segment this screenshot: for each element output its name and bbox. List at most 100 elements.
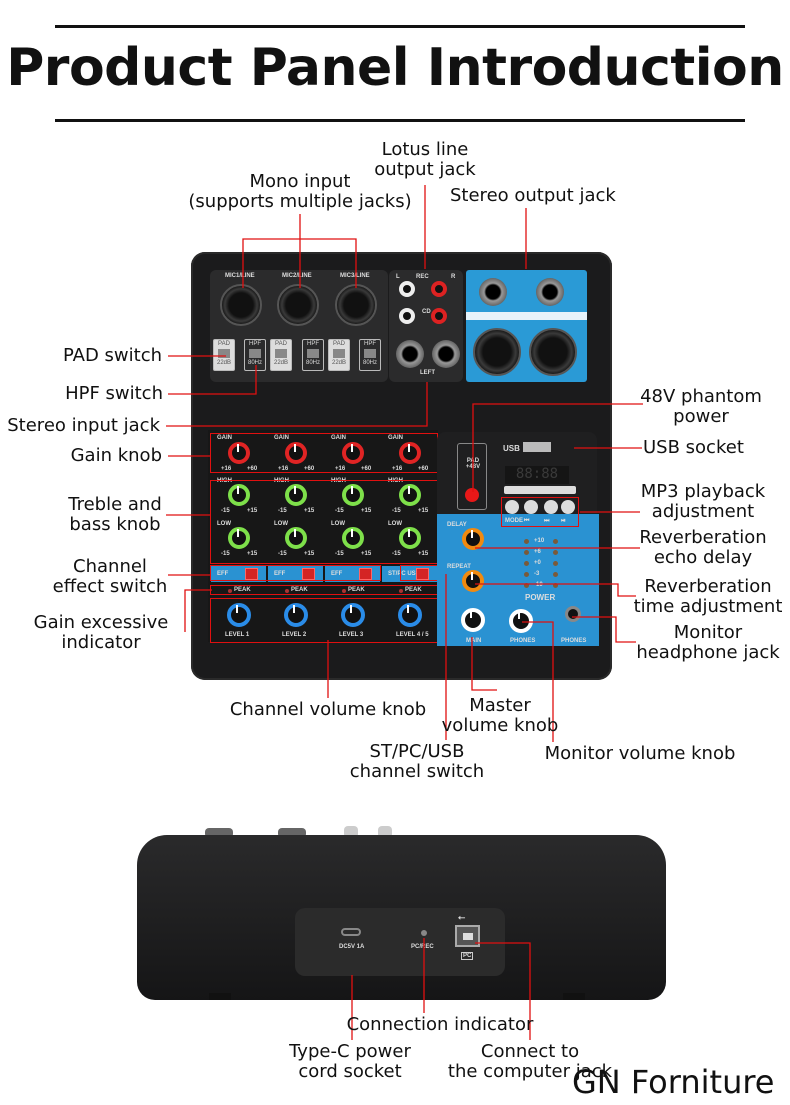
- phantom-power-button[interactable]: [465, 488, 479, 502]
- mic-label: MIC3/LINE: [340, 273, 370, 279]
- treble-knob[interactable]: [399, 484, 421, 506]
- phantom-switch-box: PAD +48V: [457, 443, 487, 510]
- usb-icon: ⭠: [458, 912, 466, 922]
- meter-led: [553, 550, 558, 555]
- mp3-button-label: ⏮: [524, 518, 530, 524]
- mp3-button[interactable]: [561, 500, 575, 514]
- eq-min: -15: [335, 551, 344, 557]
- gain-knob[interactable]: [228, 442, 250, 464]
- label-hpf: HPF switch: [65, 383, 163, 404]
- xlr-out-l: [473, 328, 521, 376]
- effect-switch[interactable]: [359, 568, 372, 580]
- mic-label: MIC1/LINE: [225, 273, 255, 279]
- peak-led: [399, 589, 403, 593]
- meter-label: -3: [534, 571, 540, 577]
- gain-label: GAIN: [388, 435, 403, 441]
- mp3-button[interactable]: [505, 500, 519, 514]
- bass-knob[interactable]: [342, 527, 364, 549]
- bass-knob[interactable]: [399, 527, 421, 549]
- low-label: LOW: [388, 521, 402, 527]
- output-panel: [466, 270, 587, 382]
- effect-switch[interactable]: [245, 568, 258, 580]
- eq-max: +15: [418, 551, 429, 557]
- delay-knob[interactable]: [462, 528, 484, 550]
- highlight-box: [210, 480, 438, 564]
- phones-volume-knob[interactable]: [509, 609, 533, 633]
- meter-label: +10: [534, 538, 545, 544]
- headphone-jack: [565, 606, 581, 622]
- treble-knob[interactable]: [228, 484, 250, 506]
- repeat-knob[interactable]: [462, 570, 484, 592]
- high-label: HIGH: [331, 478, 346, 484]
- highlight-box: [210, 598, 438, 643]
- rec-r-jack: [431, 281, 447, 297]
- treble-knob[interactable]: [342, 484, 364, 506]
- usb-socket[interactable]: [523, 442, 551, 452]
- meter-label: -10: [534, 582, 543, 588]
- main-volume-knob[interactable]: [461, 608, 485, 632]
- eq-max: +15: [247, 551, 258, 557]
- gain-knob[interactable]: [285, 442, 307, 464]
- highlight-box: [210, 433, 438, 473]
- stpc-usb-switch[interactable]: [416, 568, 429, 580]
- type-c-socket: [341, 928, 361, 936]
- xlr-out-r: [529, 328, 577, 376]
- cd-r-jack: [431, 308, 447, 324]
- rec-l-jack: [399, 281, 415, 297]
- gain-min: +16: [335, 466, 346, 472]
- label-pad: PAD switch: [62, 345, 162, 366]
- mp3-button[interactable]: [544, 500, 558, 514]
- mic-combo-jack: [335, 284, 377, 326]
- peak-label: PEAK: [405, 587, 422, 593]
- stpc-label: ST/PC USB: [388, 571, 421, 577]
- level-knob[interactable]: [284, 603, 308, 627]
- mp3-button-label: ⏭: [544, 518, 550, 524]
- mp3-button[interactable]: [524, 500, 538, 514]
- peak-label: PEAK: [291, 587, 308, 593]
- effect-switch[interactable]: [302, 568, 315, 580]
- highlight-box: [501, 497, 579, 527]
- level-knob[interactable]: [341, 603, 365, 627]
- eff-label: EFF: [217, 571, 229, 577]
- label-monitor-volume: Monitor volume knob: [544, 743, 736, 764]
- mp3-display: 88:88: [505, 466, 569, 484]
- gain-max: +60: [304, 466, 315, 472]
- gain-knob[interactable]: [342, 442, 364, 464]
- bass-knob[interactable]: [228, 527, 250, 549]
- eq-max: +15: [361, 551, 372, 557]
- high-label: HIGH: [388, 478, 403, 484]
- meter-led: [553, 583, 558, 588]
- label-connection: Connection indicator: [346, 1014, 534, 1035]
- gain-min: +16: [392, 466, 403, 472]
- meter-led: [553, 539, 558, 544]
- meter-led: [524, 561, 529, 566]
- mixer-rear-view: DC5V 1A PC/REC ⭠ PC: [137, 835, 666, 1000]
- mp3-button-label: MODE: [505, 518, 523, 524]
- gain-knob[interactable]: [399, 442, 421, 464]
- mic-label: MIC2/LINE: [282, 273, 312, 279]
- rear-panel: DC5V 1A PC/REC ⭠ PC: [295, 908, 505, 976]
- label-mono: Mono input(supports multiple jacks): [188, 171, 412, 212]
- level-knob[interactable]: [398, 603, 422, 627]
- gain-label: GAIN: [331, 435, 346, 441]
- highlight-box: [400, 565, 439, 581]
- bass-knob[interactable]: [285, 527, 307, 549]
- treble-knob[interactable]: [285, 484, 307, 506]
- out-l-jack: [479, 278, 507, 306]
- eq-max: +15: [304, 551, 315, 557]
- level-knob[interactable]: [227, 603, 251, 627]
- eq-max: +15: [418, 508, 429, 514]
- eq-min: -15: [278, 551, 287, 557]
